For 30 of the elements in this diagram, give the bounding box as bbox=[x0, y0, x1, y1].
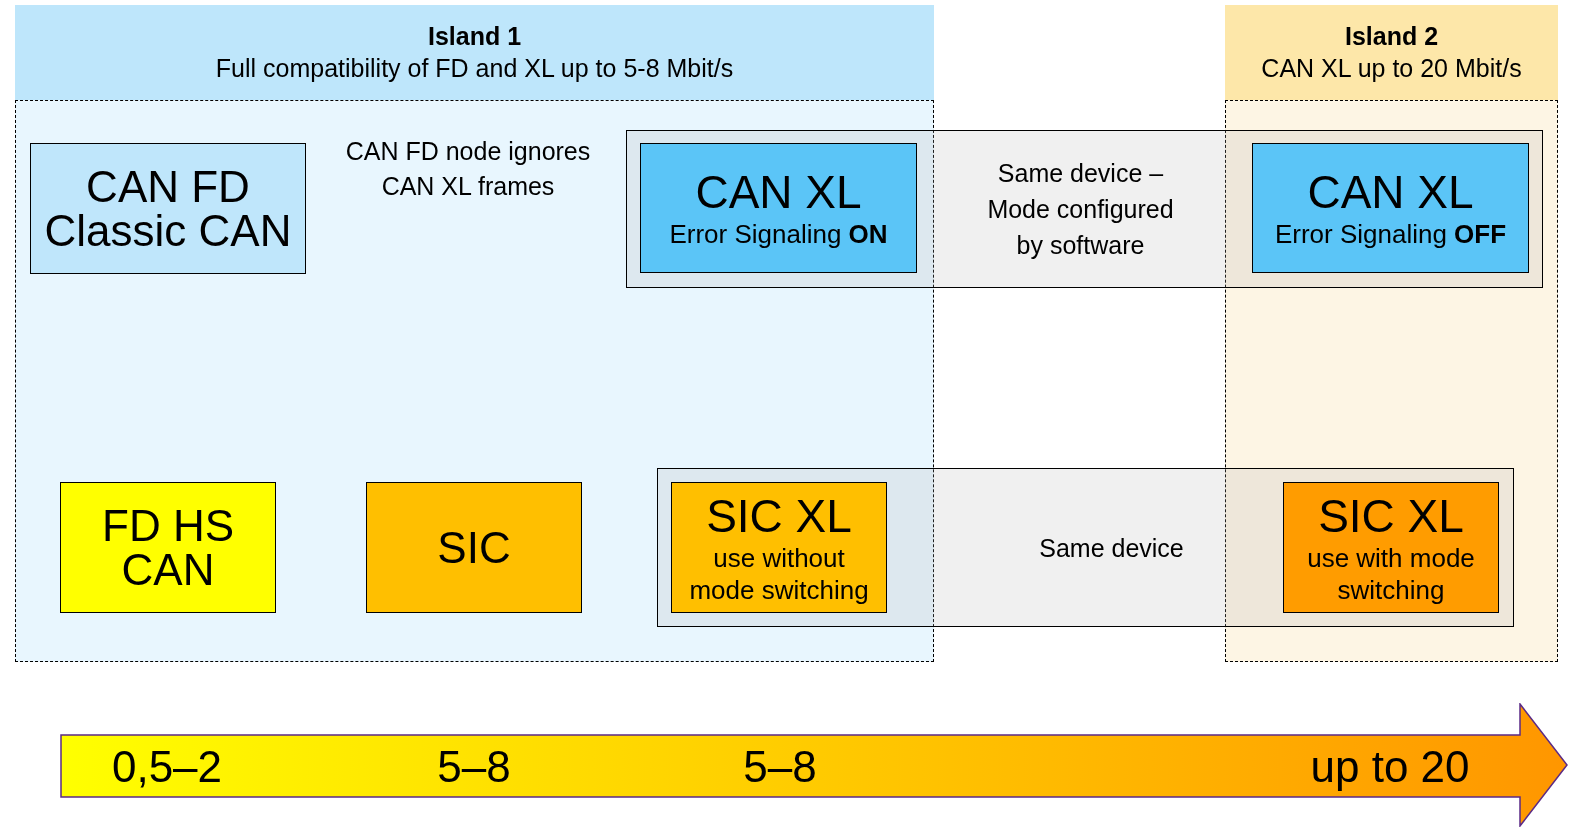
island-title: Island 2 bbox=[1344, 21, 1439, 53]
data-rate-label: 5–8 bbox=[437, 743, 511, 791]
device-mode: Error Signaling ON bbox=[669, 218, 888, 250]
device-box bbox=[671, 482, 887, 613]
note-text: CAN FD node ignores CAN XL frames bbox=[344, 136, 592, 202]
data-rate-label: up to 20 bbox=[1310, 743, 1470, 791]
device-box bbox=[640, 143, 917, 273]
device-title: SIC XL bbox=[706, 489, 852, 542]
device-label: CAN FD Classic CAN bbox=[43, 164, 293, 253]
band-text: Same device bbox=[1039, 532, 1184, 564]
device-box bbox=[1283, 482, 1499, 613]
device-box bbox=[366, 482, 582, 613]
device-box bbox=[60, 482, 276, 613]
device-title: CAN XL bbox=[695, 166, 862, 218]
device-box bbox=[1252, 143, 1529, 273]
data-rate-label: 5–8 bbox=[743, 743, 817, 791]
speed-arrow bbox=[60, 703, 1568, 827]
device-box bbox=[30, 143, 306, 274]
band-text: Same device – Mode configured by software bbox=[986, 158, 1175, 261]
device-mode: use without mode switching bbox=[688, 541, 870, 606]
device-mode: use with mode switching bbox=[1306, 541, 1476, 606]
device-title: SIC XL bbox=[1318, 489, 1464, 542]
data-rate-label: 0,5–2 bbox=[111, 743, 223, 791]
device-label: SIC bbox=[437, 525, 511, 570]
island-title: Island 1 bbox=[427, 21, 522, 53]
device-mode: Error Signaling OFF bbox=[1274, 218, 1507, 250]
device-label: FD HS CAN bbox=[101, 503, 235, 592]
island-subtitle: Full compatibility of FD and XL up to 5-8 Mbit/s bbox=[215, 52, 734, 84]
island-subtitle: CAN XL up to 20 Mbit/s bbox=[1261, 52, 1522, 84]
device-title: CAN XL bbox=[1307, 166, 1474, 218]
